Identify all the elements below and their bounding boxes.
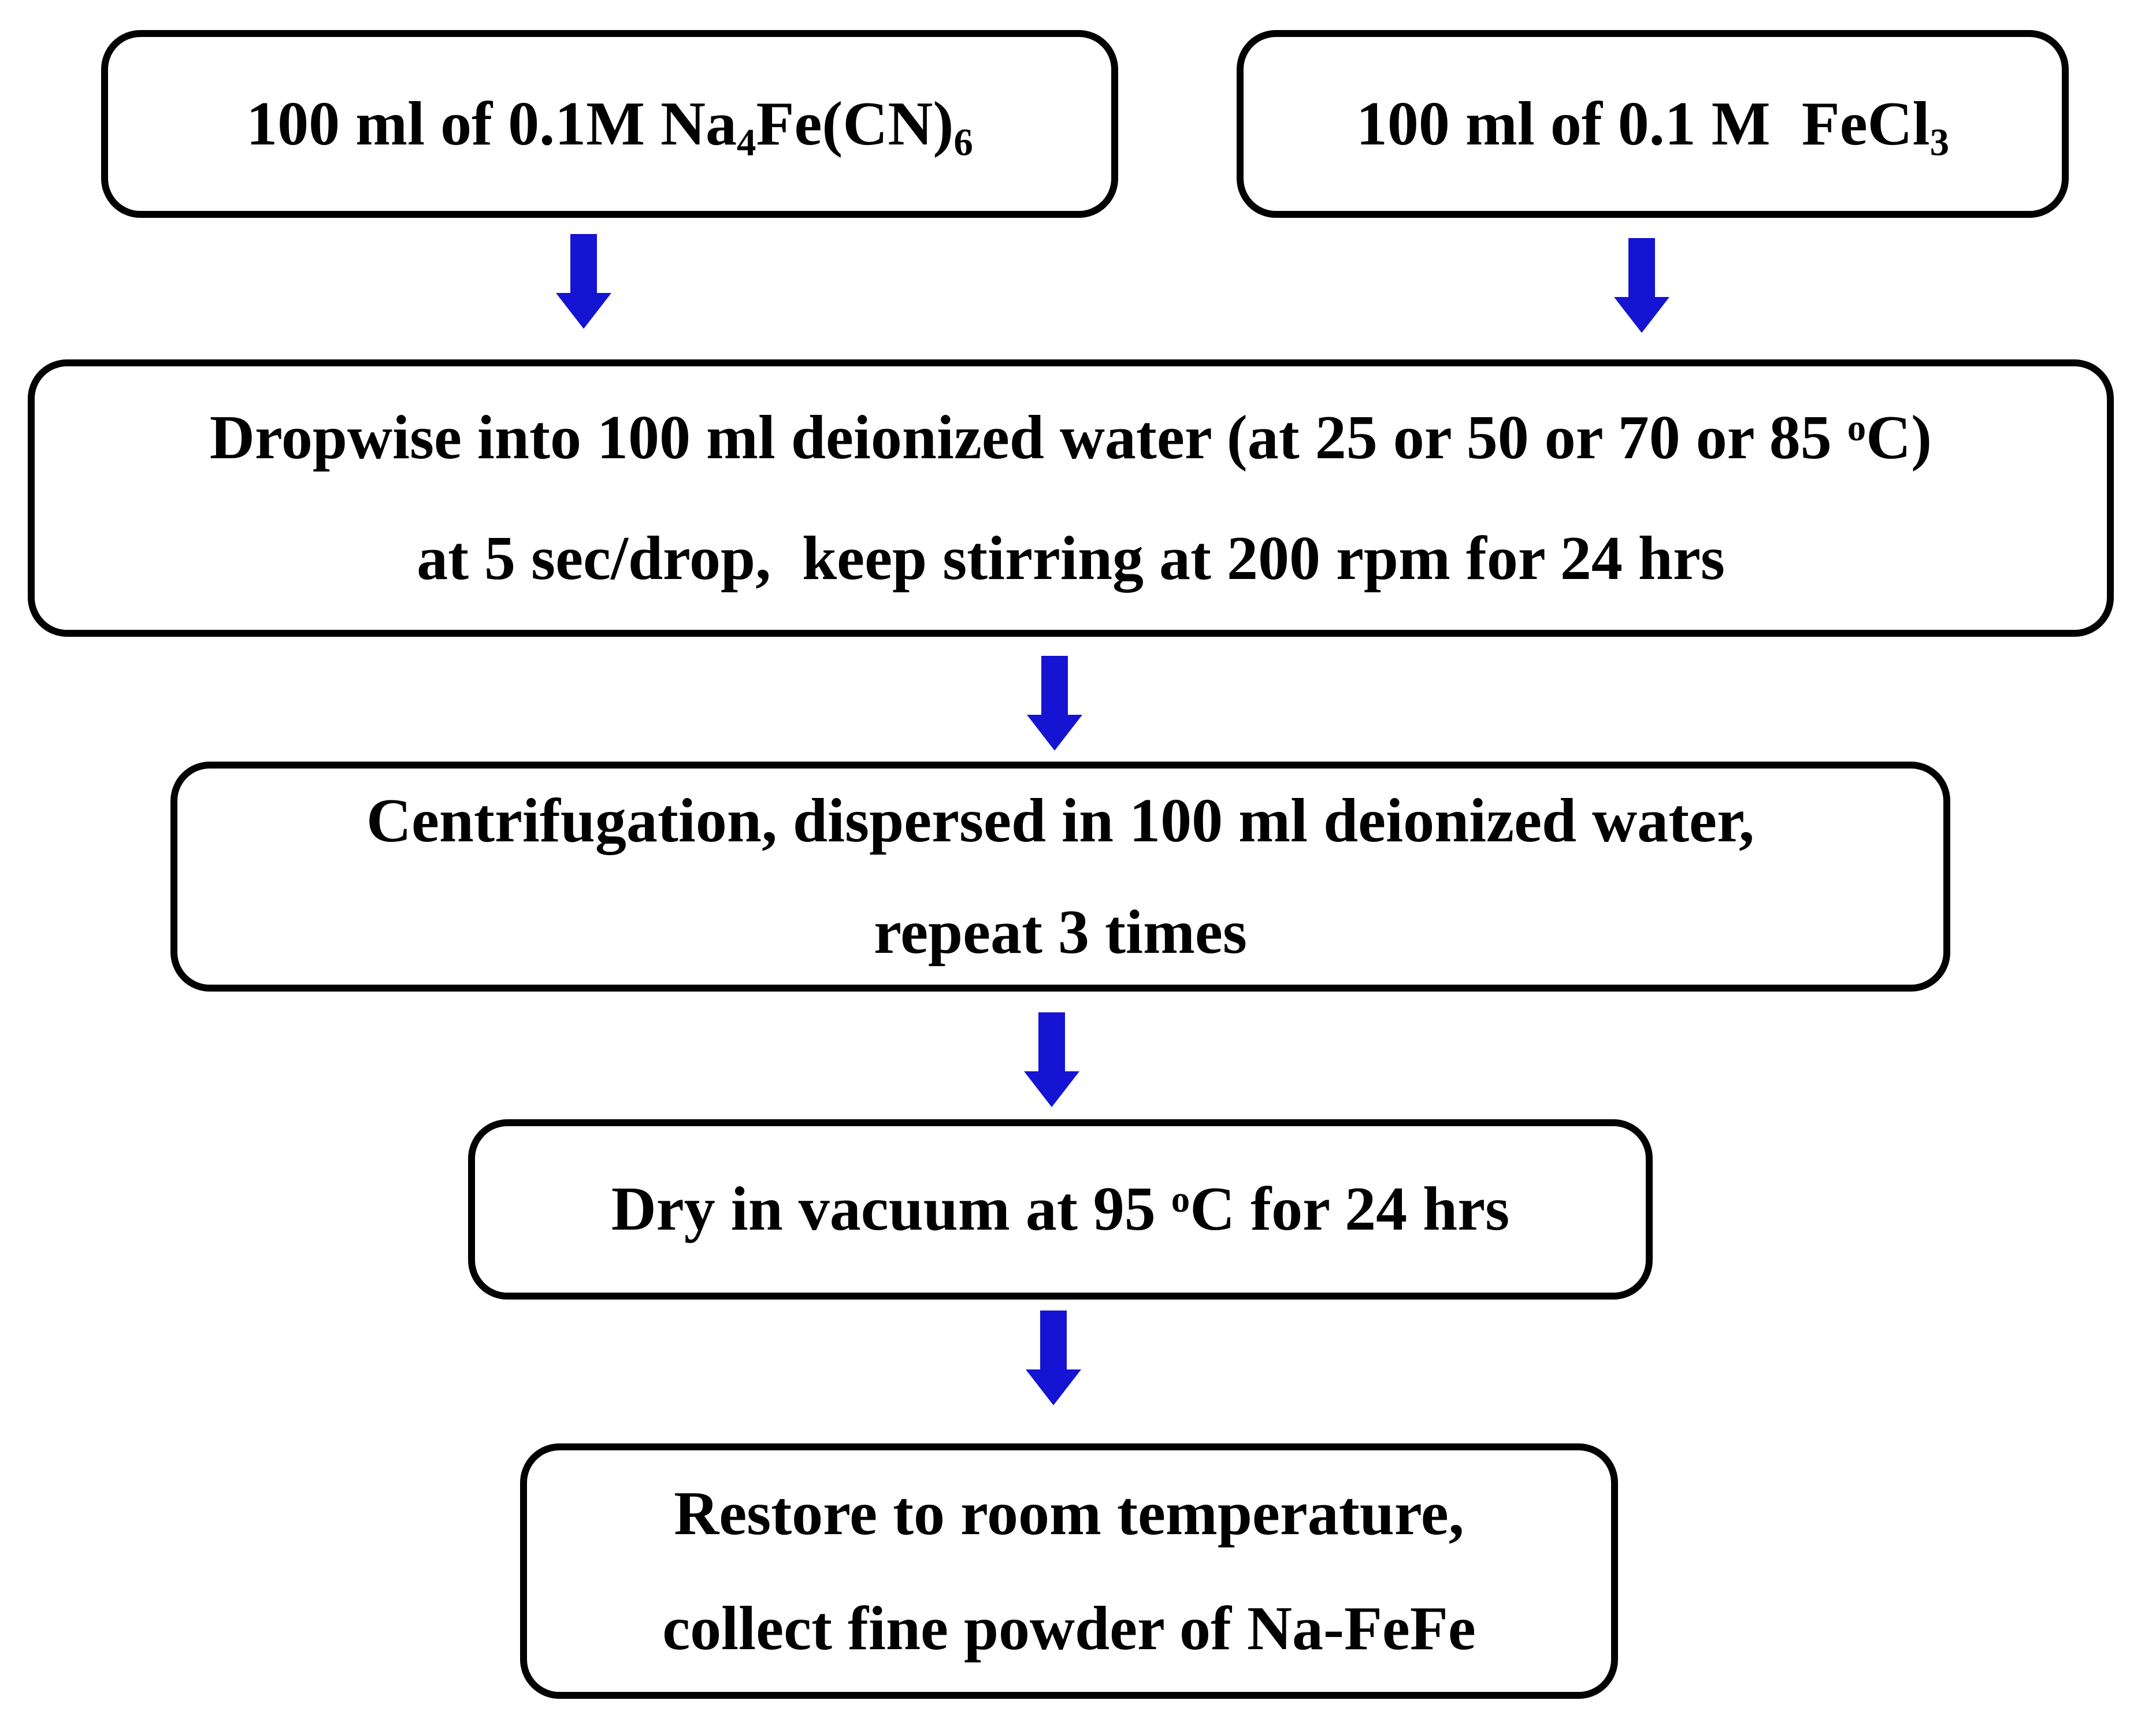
- down-arrow-icon: [1026, 1311, 1081, 1405]
- arrow-stem: [1041, 656, 1068, 715]
- text-fragment: C for 24 hrs: [1190, 1175, 1510, 1244]
- dropwise-line-2: at 5 sec/drop, keep stirring at 200 rpm …: [417, 524, 1725, 593]
- dry-label: Dry in vacuum at 95 oC for 24 hrs: [611, 1176, 1509, 1242]
- text-fragment: C): [1866, 403, 1932, 473]
- text-fragment: Fe(CN): [756, 89, 954, 158]
- node-restore-step: Restore to room temperature, collect fin…: [520, 1443, 1618, 1699]
- restore-line-2: collect fine powder of Na-FeFe: [662, 1594, 1476, 1663]
- arrow-stem: [1040, 1311, 1067, 1369]
- subscript: 4: [737, 121, 756, 164]
- centrifugation-line-1: Centrifugation, dispersed in 100 ml deio…: [366, 786, 1754, 855]
- node-dry-step: Dry in vacuum at 95 oC for 24 hrs: [468, 1119, 1653, 1300]
- arrow-head: [1614, 297, 1669, 333]
- superscript: o: [1847, 407, 1866, 450]
- text-fragment: Dry in vacuum at 95: [611, 1175, 1171, 1244]
- arrow-head: [556, 293, 611, 329]
- subscript: 3: [1929, 121, 1950, 164]
- arrow-stem: [1038, 1012, 1065, 1071]
- arrow-stem: [1628, 238, 1655, 297]
- superscript: o: [1171, 1179, 1190, 1221]
- text-fragment: Dropwise into 100 ml deionized water (at…: [209, 403, 1847, 473]
- node-dropwise-step: Dropwise into 100 ml deionized water (at…: [28, 359, 2114, 637]
- down-arrow-icon: [1027, 656, 1082, 751]
- down-arrow-icon: [1614, 238, 1669, 333]
- centrifugation-line-2: repeat 3 times: [874, 898, 1247, 967]
- subscript: 6: [953, 121, 973, 164]
- node-centrifugation-step: Centrifugation, dispersed in 100 ml deio…: [170, 762, 1950, 992]
- down-arrow-icon: [556, 234, 611, 329]
- text-fragment: 100 ml of 0.1 M FeCl: [1356, 89, 1930, 158]
- arrow-head: [1026, 1369, 1081, 1405]
- arrow-head: [1027, 715, 1082, 751]
- arrow-stem: [570, 234, 597, 293]
- down-arrow-icon: [1024, 1012, 1079, 1107]
- reagent-b-label: 100 ml of 0.1 M FeCl3: [1356, 89, 1949, 162]
- restore-line-1: Restore to room temperature,: [674, 1479, 1464, 1549]
- node-reagent-ferric-chloride: 100 ml of 0.1 M FeCl3: [1237, 30, 2069, 218]
- text-fragment: 100 ml of 0.1M Na: [246, 89, 737, 158]
- dropwise-line-1: Dropwise into 100 ml deionized water (at…: [210, 405, 1932, 470]
- arrow-head: [1024, 1071, 1079, 1107]
- node-reagent-sodium-ferrocyanide: 100 ml of 0.1M Na4Fe(CN)6: [101, 30, 1118, 218]
- reagent-a-label: 100 ml of 0.1M Na4Fe(CN)6: [246, 89, 973, 162]
